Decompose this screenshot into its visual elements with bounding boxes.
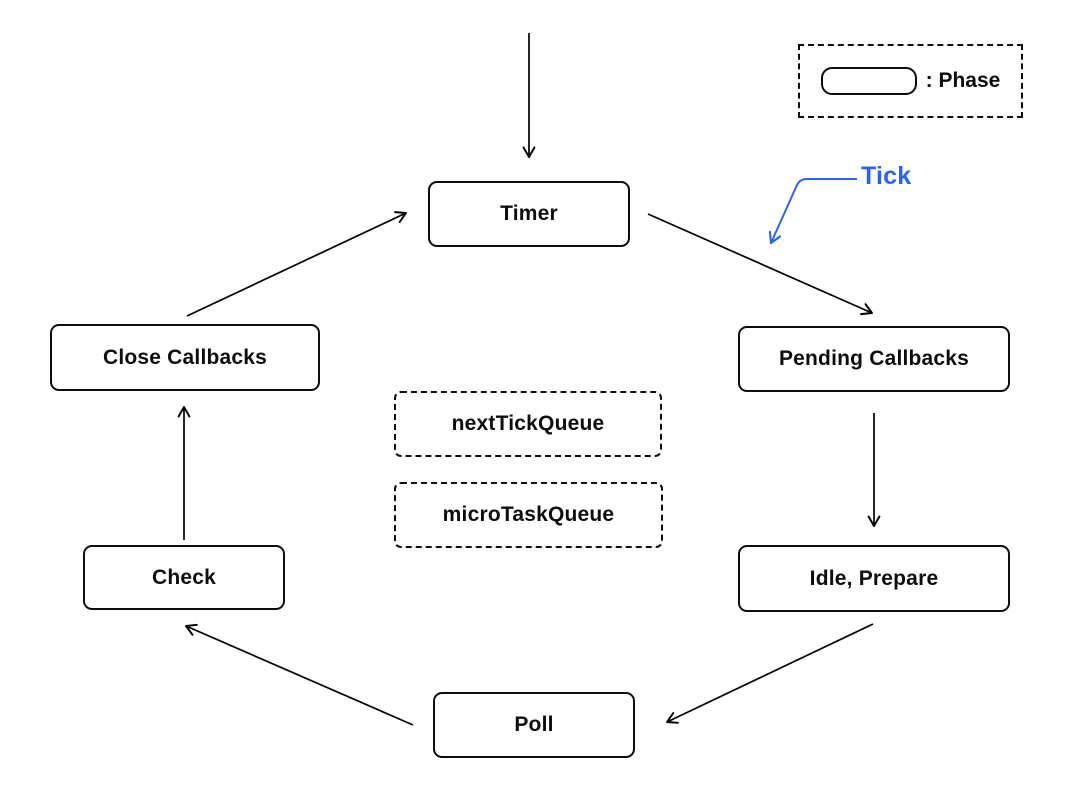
phase-box-check: Check	[83, 545, 285, 610]
phase-box-idle-prepare: Idle, Prepare	[738, 545, 1010, 612]
phase-label-close-callbacks: Close Callbacks	[102, 345, 268, 369]
phase-label-pending-callbacks: Pending Callbacks	[778, 347, 970, 370]
phase-label-check: Check	[151, 565, 217, 589]
queue-label-next-tick-queue: nextTickQueue	[451, 412, 605, 435]
arrow-idle-prepare-to-poll	[666, 623, 874, 724]
queue-label-micro-task-queue: microTaskQueue	[442, 503, 615, 526]
arrow-poll-to-check	[185, 623, 414, 726]
arrow-timer-to-pending-callbacks	[647, 213, 873, 316]
tick-pointer-arrow	[768, 178, 857, 245]
phase-box-pending-callbacks: Pending Callbacks	[738, 326, 1010, 392]
phase-label-poll: Poll	[514, 713, 554, 736]
arrow-close-callbacks-to-timer	[186, 211, 407, 317]
queue-box-micro-task-queue: microTaskQueue	[394, 482, 663, 548]
legend-phase-shape	[820, 67, 917, 95]
queue-box-next-tick-queue: nextTickQueue	[394, 391, 662, 457]
legend-caption: : Phase	[925, 69, 1001, 92]
legend: : Phase	[798, 44, 1023, 118]
phase-label-timer: Timer	[500, 202, 558, 225]
phase-label-idle-prepare: Idle, Prepare	[809, 566, 939, 590]
tick-label: Tick	[861, 162, 912, 190]
phase-box-close-callbacks: Close Callbacks	[50, 324, 320, 391]
phase-box-poll: Poll	[433, 692, 635, 758]
phase-box-timer: Timer	[428, 181, 630, 247]
